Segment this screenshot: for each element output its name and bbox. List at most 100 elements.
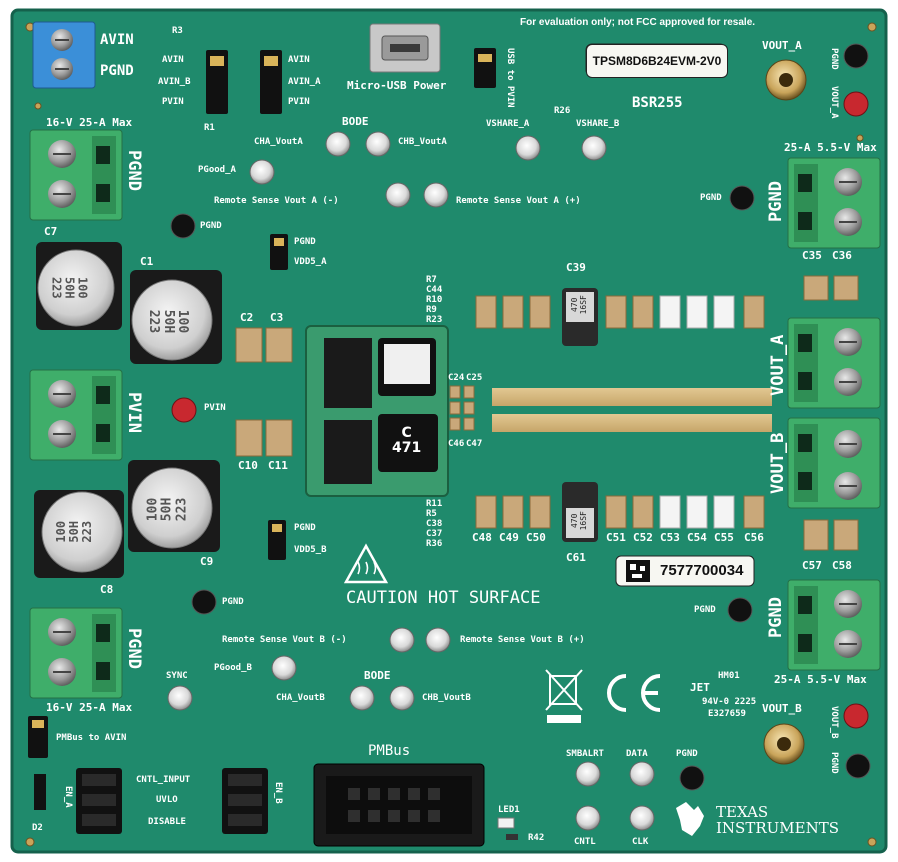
- hot-surface-warning-icon: [343, 543, 389, 584]
- pgnd-tp-label-left: PGND: [200, 221, 222, 231]
- vshare-b-label: VSHARE_B: [576, 119, 620, 129]
- c39-marking: 470 16SF: [570, 295, 589, 314]
- pvin-jumper2-label: PVIN: [288, 97, 310, 107]
- black-test-points[interactable]: [170, 43, 871, 791]
- c9-marking: 100 50H 223: [145, 497, 189, 522]
- inductor-marking: C 471: [392, 425, 422, 457]
- usb-to-pvin-jumper[interactable]: [474, 48, 496, 88]
- electrolytic-capacitor-c9: [128, 460, 220, 552]
- output-rating-bottom: 25-A 5.5-V Max: [774, 673, 867, 686]
- res-label-top-4: R23: [426, 315, 443, 325]
- caution-hot-surface: CAUTION HOT SURFACE: [346, 588, 541, 608]
- serial-number: 7577700034: [660, 562, 744, 579]
- pvin-terminal-label: PVIN: [124, 392, 144, 433]
- ceramic-caps-top-row: [475, 295, 765, 329]
- input-ceramic-caps: [235, 275, 859, 551]
- power-module: [305, 325, 449, 497]
- c61-marking-line: 16SF: [578, 511, 588, 531]
- electrolytic-capacitor-c8: [34, 490, 124, 578]
- avin-jumper-label: AVIN: [162, 55, 184, 65]
- small-caps-c24-c47: [449, 385, 475, 431]
- pmbus-to-avin-label: PMBus to AVIN: [56, 733, 127, 743]
- c61-marking: 470 16SF: [570, 511, 589, 531]
- cap-label-bottom-7: C55: [714, 531, 734, 544]
- c1-marking-line: 223: [146, 309, 162, 334]
- usb-to-pvin-label: USB to PVIN: [505, 48, 515, 108]
- pgood-b-label: PGood_B: [214, 663, 252, 673]
- disable-label: DISABLE: [148, 817, 186, 827]
- vout-a-probe-socket[interactable]: [765, 59, 807, 101]
- vout-b-copper-bar: [492, 414, 772, 432]
- pmbus-to-avin-jumper[interactable]: [28, 716, 48, 758]
- c9-marking-line: 223: [173, 497, 189, 522]
- en-a-jumper[interactable]: [76, 768, 122, 834]
- c58-label: C58: [832, 559, 852, 572]
- avin-terminal-block[interactable]: [32, 21, 96, 89]
- pmbus-title: PMBus: [368, 743, 411, 759]
- vout-b-probe-socket[interactable]: [763, 723, 805, 765]
- cert-line-2: E327659: [708, 709, 746, 719]
- inductor-marking-line: 471: [392, 440, 422, 457]
- pgnd-terminal-label: PGND: [100, 63, 134, 79]
- c7-marking: 100 50H 223: [49, 277, 89, 299]
- c7-marking-line: 223: [49, 276, 64, 299]
- c1-marking: 100 50H 223: [146, 309, 191, 334]
- c61-label: C61: [566, 551, 586, 564]
- pgnd-tp-label-mid: PGND: [222, 597, 244, 607]
- output-terminal-pgnd-a[interactable]: [787, 157, 881, 249]
- pgood-a-label: PGood_A: [198, 165, 236, 175]
- c36-label: C36: [832, 249, 852, 262]
- c7-marking-line: 100: [75, 276, 90, 299]
- avin-a-jumper-label: AVIN_A: [288, 77, 321, 87]
- electrolytic-capacitor-c7: [36, 242, 122, 330]
- cntl-label: CNTL: [574, 837, 596, 847]
- res-label-bottom-1: R5: [426, 509, 437, 519]
- polymer-capacitor-c61: [562, 482, 598, 542]
- smbalrt-label: SMBALRT: [566, 749, 604, 759]
- c1-marking-line: 100: [175, 309, 191, 334]
- led1-label: LED1: [498, 805, 520, 815]
- en-b-jumper[interactable]: [222, 768, 268, 834]
- vdd5-a-jumper[interactable]: [270, 234, 288, 270]
- texas-instruments-logo-icon: [676, 802, 704, 836]
- ceramic-caps-bottom-white: [659, 495, 735, 529]
- pvin-terminal-block[interactable]: [29, 369, 123, 461]
- vout-b-socket-label: VOUT_B: [762, 702, 802, 715]
- vout-a-socket-label: VOUT_A: [762, 39, 802, 52]
- red-test-points[interactable]: [171, 91, 869, 729]
- c39-label: C39: [566, 261, 586, 274]
- pgnd-tp-label-right-bottom: PGND: [694, 605, 716, 615]
- avin-b-jumper[interactable]: [206, 50, 228, 114]
- micro-usb-connector[interactable]: [369, 23, 441, 73]
- c1-marking-line: 50H: [160, 309, 176, 334]
- pmbus-connector[interactable]: [313, 763, 485, 847]
- input-terminal-top[interactable]: [29, 129, 123, 221]
- data-label: DATA: [626, 749, 648, 759]
- vdd5a-pgnd-label: PGND: [294, 237, 316, 247]
- cap-label-bottom-0: C48: [472, 531, 492, 544]
- pvin-jumper-label: PVIN: [162, 97, 184, 107]
- output-terminal-vout-a[interactable]: [787, 317, 881, 409]
- en-b-label: EN_B: [273, 782, 283, 804]
- test-points[interactable]: [167, 131, 655, 831]
- avin-jumper2-label: AVIN: [288, 55, 310, 65]
- output-terminal-vout-b[interactable]: [787, 417, 881, 509]
- uvlo-label: UVLO: [156, 795, 178, 805]
- c57-label: C57: [802, 559, 822, 572]
- pgnd-output-a-label: PGND: [766, 181, 786, 222]
- c8-marking: 100 50H 223: [54, 521, 95, 543]
- remote-sense-b-pos-label: Remote Sense Vout B (+): [460, 635, 585, 645]
- bode-a-label: BODE: [342, 115, 369, 128]
- avin-a-jumper[interactable]: [260, 50, 282, 114]
- input-rating-bottom: 16-V 25-A Max: [46, 701, 133, 714]
- vshare-a-label: VSHARE_A: [486, 119, 530, 129]
- input-terminal-bottom[interactable]: [29, 607, 123, 699]
- res-label-top-3: R9: [426, 305, 437, 315]
- part-number: TPSM8D6B24EVM-2V0: [586, 44, 728, 78]
- cha-voutb-label: CHA_VoutB: [276, 693, 325, 703]
- vout-a-tp-label: VOUT_A: [829, 86, 839, 119]
- c9-marking-line: 50H: [159, 497, 175, 522]
- vdd5-b-jumper[interactable]: [268, 520, 286, 560]
- output-terminal-pgnd-b[interactable]: [787, 579, 881, 671]
- res-label-bottom-3: C37: [426, 529, 443, 539]
